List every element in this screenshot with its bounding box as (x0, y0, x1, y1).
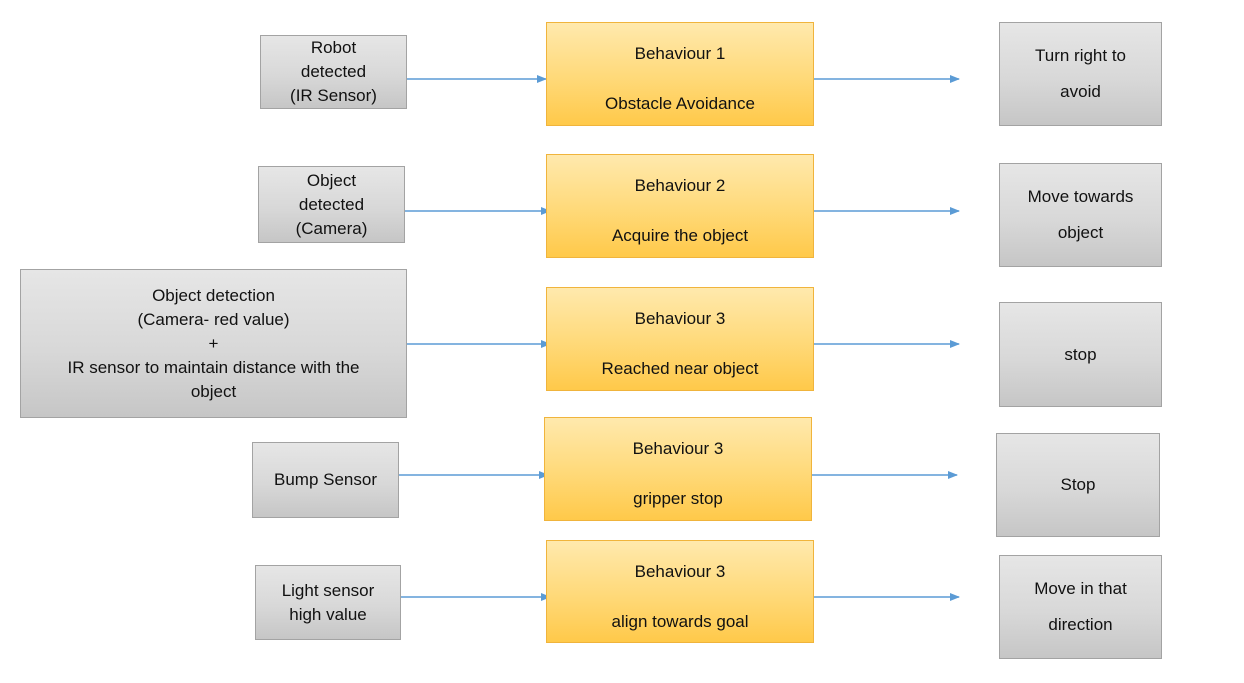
behaviour-box-align-towards-goal: Behaviour 3 align towards goal (546, 540, 814, 643)
output-box-move-towards-object: Move towards object (999, 163, 1162, 267)
output-line: direction (1048, 615, 1113, 634)
input-line: (Camera) (295, 218, 368, 238)
input-line: IR sensor to maintain distance with the (67, 357, 360, 377)
input-line: Bump Sensor (274, 470, 377, 489)
behaviour-subtitle: Reached near object (601, 359, 759, 378)
behaviour-box-acquire-object: Behaviour 2 Acquire the object (546, 154, 814, 258)
output-line: Stop (1060, 475, 1096, 494)
input-box-bump-sensor: Bump Sensor (252, 442, 399, 518)
behaviour-subtitle: align towards goal (611, 612, 749, 631)
input-line: Robot (310, 38, 357, 57)
behaviour-title: Behaviour 3 (632, 439, 724, 458)
output-line: Move towards (1027, 187, 1134, 206)
behaviour-subtitle: gripper stop (633, 489, 723, 508)
output-box-stop-gripper: Stop (996, 433, 1160, 537)
input-line: object (190, 381, 237, 401)
input-line: (IR Sensor) (290, 86, 377, 105)
behaviour-title: Behaviour 3 (634, 562, 726, 581)
behaviour-box-obstacle-avoidance: Behaviour 1 Obstacle Avoidance (546, 22, 814, 126)
output-box-turn-right: Turn right to avoid (999, 22, 1162, 126)
input-box-object-detection-ir: Object detection (Camera- red value) + I… (20, 269, 407, 418)
output-box-stop: stop (999, 302, 1162, 407)
behaviour-title: Behaviour 3 (634, 309, 726, 328)
behaviour-subtitle: Acquire the object (611, 226, 749, 245)
input-box-object-detected: Object detected (Camera) (258, 166, 405, 243)
input-line: high value (289, 604, 367, 624)
behaviour-title: Behaviour 2 (634, 176, 726, 195)
input-line: detected (298, 194, 365, 214)
output-line: object (1057, 223, 1104, 242)
input-box-light-sensor: Light sensor high value (255, 565, 401, 640)
input-line: Light sensor (281, 580, 375, 600)
input-box-robot-detected: Robot detected (IR Sensor) (260, 35, 407, 109)
input-line: Object (306, 170, 357, 190)
input-line: Object detection (152, 285, 275, 305)
behaviour-subtitle: Obstacle Avoidance (605, 94, 755, 113)
input-line: + (208, 333, 219, 353)
output-line: Move in that (1034, 579, 1127, 598)
output-line: avoid (1060, 82, 1101, 101)
behaviour-box-gripper-stop: Behaviour 3 gripper stop (544, 417, 812, 521)
output-box-move-in-direction: Move in that direction (999, 555, 1162, 659)
output-line: Turn right to (1034, 46, 1127, 65)
behaviour-title: Behaviour 1 (634, 44, 726, 63)
input-line: (Camera- red value) (137, 309, 290, 329)
output-line: stop (1064, 344, 1097, 364)
input-line: detected (300, 62, 367, 81)
behaviour-box-reached-near-object: Behaviour 3 Reached near object (546, 287, 814, 391)
